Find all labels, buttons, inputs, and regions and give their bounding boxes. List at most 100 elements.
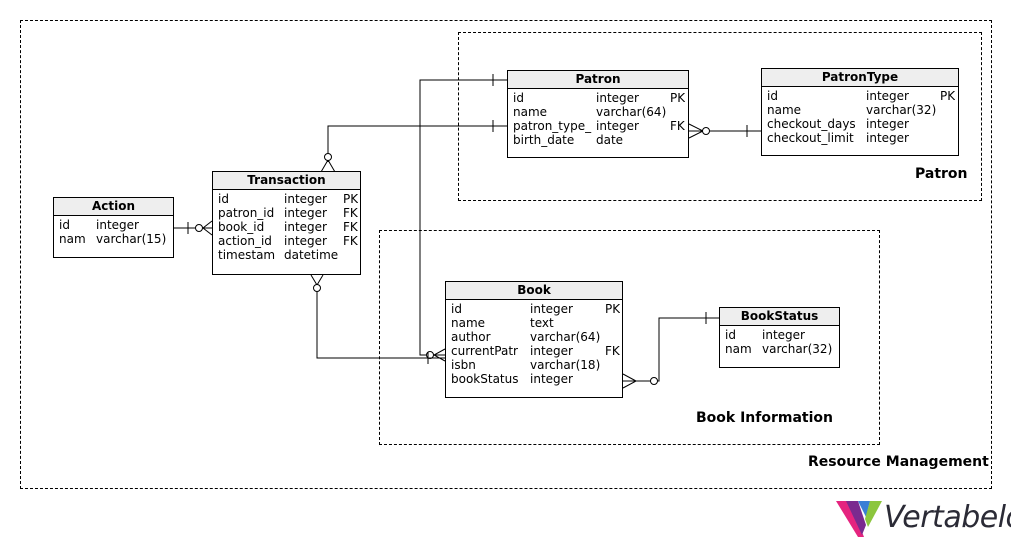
column-key: FK: [343, 234, 358, 248]
table-column-row[interactable]: action_id integer FK: [213, 234, 360, 248]
column-name: id: [59, 218, 70, 232]
column-name: patron_id: [218, 206, 275, 220]
area-label-patron: Patron: [915, 166, 968, 182]
column-name: isbn: [451, 358, 476, 372]
column-name: patron_type_: [513, 119, 592, 133]
table-patron-type-title: PatronType: [762, 69, 958, 87]
table-column-row[interactable]: patron_type_ integer FK: [508, 119, 688, 133]
table-column-row[interactable]: currentPatr integer FK: [446, 344, 622, 358]
vertabelo-logo: Vertabelo: [836, 497, 1011, 541]
area-resource-management: [20, 20, 992, 489]
table-action-title: Action: [54, 198, 173, 216]
table-column-row[interactable]: birth_date date: [508, 133, 688, 147]
table-column-row[interactable]: isbn varchar(18): [446, 358, 622, 372]
column-type: integer: [530, 302, 573, 316]
column-type: integer: [596, 119, 639, 133]
vertabelo-logo-icon: [836, 501, 882, 537]
column-name: birth_date: [513, 133, 575, 147]
table-column-row[interactable]: id integer PK: [508, 91, 688, 105]
column-type: integer: [284, 192, 327, 206]
column-key: PK: [605, 302, 621, 316]
column-name: id: [451, 302, 462, 316]
column-type: varchar(64): [596, 105, 667, 119]
column-name: id: [767, 89, 778, 103]
column-key: FK: [605, 344, 620, 358]
column-name: action_id: [218, 234, 272, 248]
table-action[interactable]: Action id integer nam varchar(15): [53, 197, 174, 258]
column-key: PK: [940, 89, 956, 103]
column-name: id: [218, 192, 229, 206]
table-column-row[interactable]: book_id integer FK: [213, 220, 360, 234]
table-book[interactable]: Book id integer PK name text author varchar(64…: [445, 281, 623, 398]
table-column-row[interactable]: id integer PK: [762, 89, 958, 103]
column-name: currentPatr: [451, 344, 518, 358]
table-column-row[interactable]: patron_id integer FK: [213, 206, 360, 220]
column-type: integer: [284, 206, 327, 220]
column-name: checkout_limit: [767, 131, 854, 145]
column-type: integer: [866, 131, 909, 145]
column-type: integer: [530, 372, 573, 386]
rel-book-bookstatus: [623, 317, 720, 382]
table-book-status-title: BookStatus: [720, 308, 839, 326]
column-name: bookStatus: [451, 372, 519, 386]
column-type: integer: [866, 89, 909, 103]
column-name: name: [767, 103, 802, 117]
column-key: FK: [343, 206, 358, 220]
column-type: integer: [530, 344, 573, 358]
table-column-row[interactable]: bookStatus integer: [446, 372, 622, 386]
table-column-row[interactable]: name text: [446, 316, 622, 330]
area-book-information: [379, 230, 880, 445]
column-key: PK: [343, 192, 359, 206]
table-column-row[interactable]: name varchar(32): [762, 103, 958, 117]
table-column-row[interactable]: author varchar(64): [446, 330, 622, 344]
column-type: date: [596, 133, 624, 147]
column-type: varchar(32): [866, 103, 937, 117]
column-type: datetime: [284, 248, 339, 262]
column-key: PK: [670, 91, 686, 105]
table-column-row[interactable]: id integer PK: [213, 192, 360, 206]
rel-transaction-patron: [327, 125, 508, 162]
column-type: integer: [762, 328, 805, 342]
column-name: id: [513, 91, 524, 105]
column-name: nam: [725, 342, 752, 356]
column-type: integer: [866, 117, 909, 131]
column-type: integer: [596, 91, 639, 105]
column-name: nam: [59, 232, 86, 246]
rel-transaction-book: [316, 288, 445, 359]
table-column-row[interactable]: nam varchar(32): [720, 342, 839, 356]
table-column-row[interactable]: id integer: [54, 218, 173, 232]
column-name: author: [451, 330, 491, 344]
column-type: integer: [96, 218, 139, 232]
column-key: FK: [670, 119, 685, 133]
area-patron: [458, 32, 982, 201]
column-name: timestam: [218, 248, 276, 262]
column-key: FK: [343, 220, 358, 234]
area-label-resource-management: Resource Management: [808, 454, 989, 470]
area-label-book-information: Book Information: [696, 410, 833, 426]
column-type: text: [530, 316, 554, 330]
column-name: name: [451, 316, 486, 330]
column-type: varchar(15): [96, 232, 167, 246]
table-book-title: Book: [446, 282, 622, 300]
column-type: varchar(32): [762, 342, 833, 356]
table-column-row[interactable]: id integer PK: [446, 302, 622, 316]
table-column-row[interactable]: timestam datetime: [213, 248, 360, 262]
column-name: book_id: [218, 220, 265, 234]
table-transaction-title: Transaction: [213, 172, 360, 190]
column-name: checkout_days: [767, 117, 856, 131]
vertabelo-logo-text: Vertabelo: [884, 500, 1011, 535]
column-type: integer: [284, 220, 327, 234]
table-column-row[interactable]: nam varchar(15): [54, 232, 173, 246]
column-type: integer: [284, 234, 327, 248]
column-type: varchar(18): [530, 358, 601, 372]
column-type: varchar(64): [530, 330, 601, 344]
table-column-row[interactable]: checkout_days integer: [762, 117, 958, 131]
table-column-row[interactable]: checkout_limit integer: [762, 131, 958, 145]
